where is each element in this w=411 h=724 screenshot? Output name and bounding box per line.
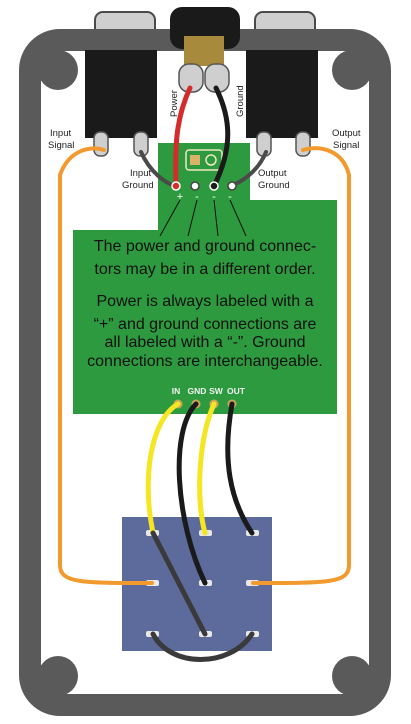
pcb-board xyxy=(73,143,337,414)
input-ground-label: Input Ground xyxy=(122,168,154,191)
jumper-wire xyxy=(150,631,255,662)
output-ground-label: Output Ground xyxy=(258,168,290,191)
output-signal-wire xyxy=(251,146,351,585)
in-wire xyxy=(145,401,181,536)
pad-sign: - xyxy=(228,191,232,203)
out-wire xyxy=(225,401,255,536)
output-jack xyxy=(246,50,318,138)
jack-lug xyxy=(295,131,311,157)
header-label: OUT xyxy=(227,386,246,396)
pad-leader-lines xyxy=(159,199,247,237)
wire-joints xyxy=(171,181,237,191)
power-label: Power xyxy=(169,90,180,117)
pcb-note-line: The power and ground connec- xyxy=(94,238,316,255)
pcb-note-line: Power is always labeled with a xyxy=(97,293,314,310)
pcb-note-line: tors may be in a different order. xyxy=(94,261,315,278)
output-signal-label: Output Signal xyxy=(332,128,363,151)
pcb-note-line: all labeled with a “-”. Ground xyxy=(105,334,306,351)
header-label: GND xyxy=(188,386,207,396)
gnd-wire xyxy=(176,401,208,586)
input-signal-label: Input Signal xyxy=(48,128,74,151)
header-label: SW xyxy=(209,386,224,396)
sw-wire xyxy=(197,401,217,536)
pcb-note-line: “+” and ground connections are xyxy=(94,316,317,333)
input-jack xyxy=(85,50,157,138)
jack-lug xyxy=(93,131,109,157)
ground-label: Ground xyxy=(235,85,246,117)
corner-screw xyxy=(332,656,372,696)
corner-screw xyxy=(332,50,372,90)
corner-screw xyxy=(38,50,78,90)
header-label: IN xyxy=(172,386,181,396)
dc-ground-wire xyxy=(211,85,231,189)
pcb-note-line: connections are interchangeable. xyxy=(87,353,323,370)
pcb-note: The power and ground connec-tors may be … xyxy=(87,238,323,370)
pad-sign: - xyxy=(212,191,216,203)
input-signal-wire xyxy=(58,146,154,585)
dc-jack-connector xyxy=(184,36,224,66)
power-wire xyxy=(173,85,193,189)
round-pad xyxy=(205,154,217,166)
pad-sign: + xyxy=(177,191,183,203)
jumper-wire xyxy=(150,530,208,637)
pad-sign: - xyxy=(195,191,199,203)
corner-screw xyxy=(38,656,78,696)
dc-jack-lug xyxy=(178,63,204,93)
square-pad xyxy=(190,155,200,165)
